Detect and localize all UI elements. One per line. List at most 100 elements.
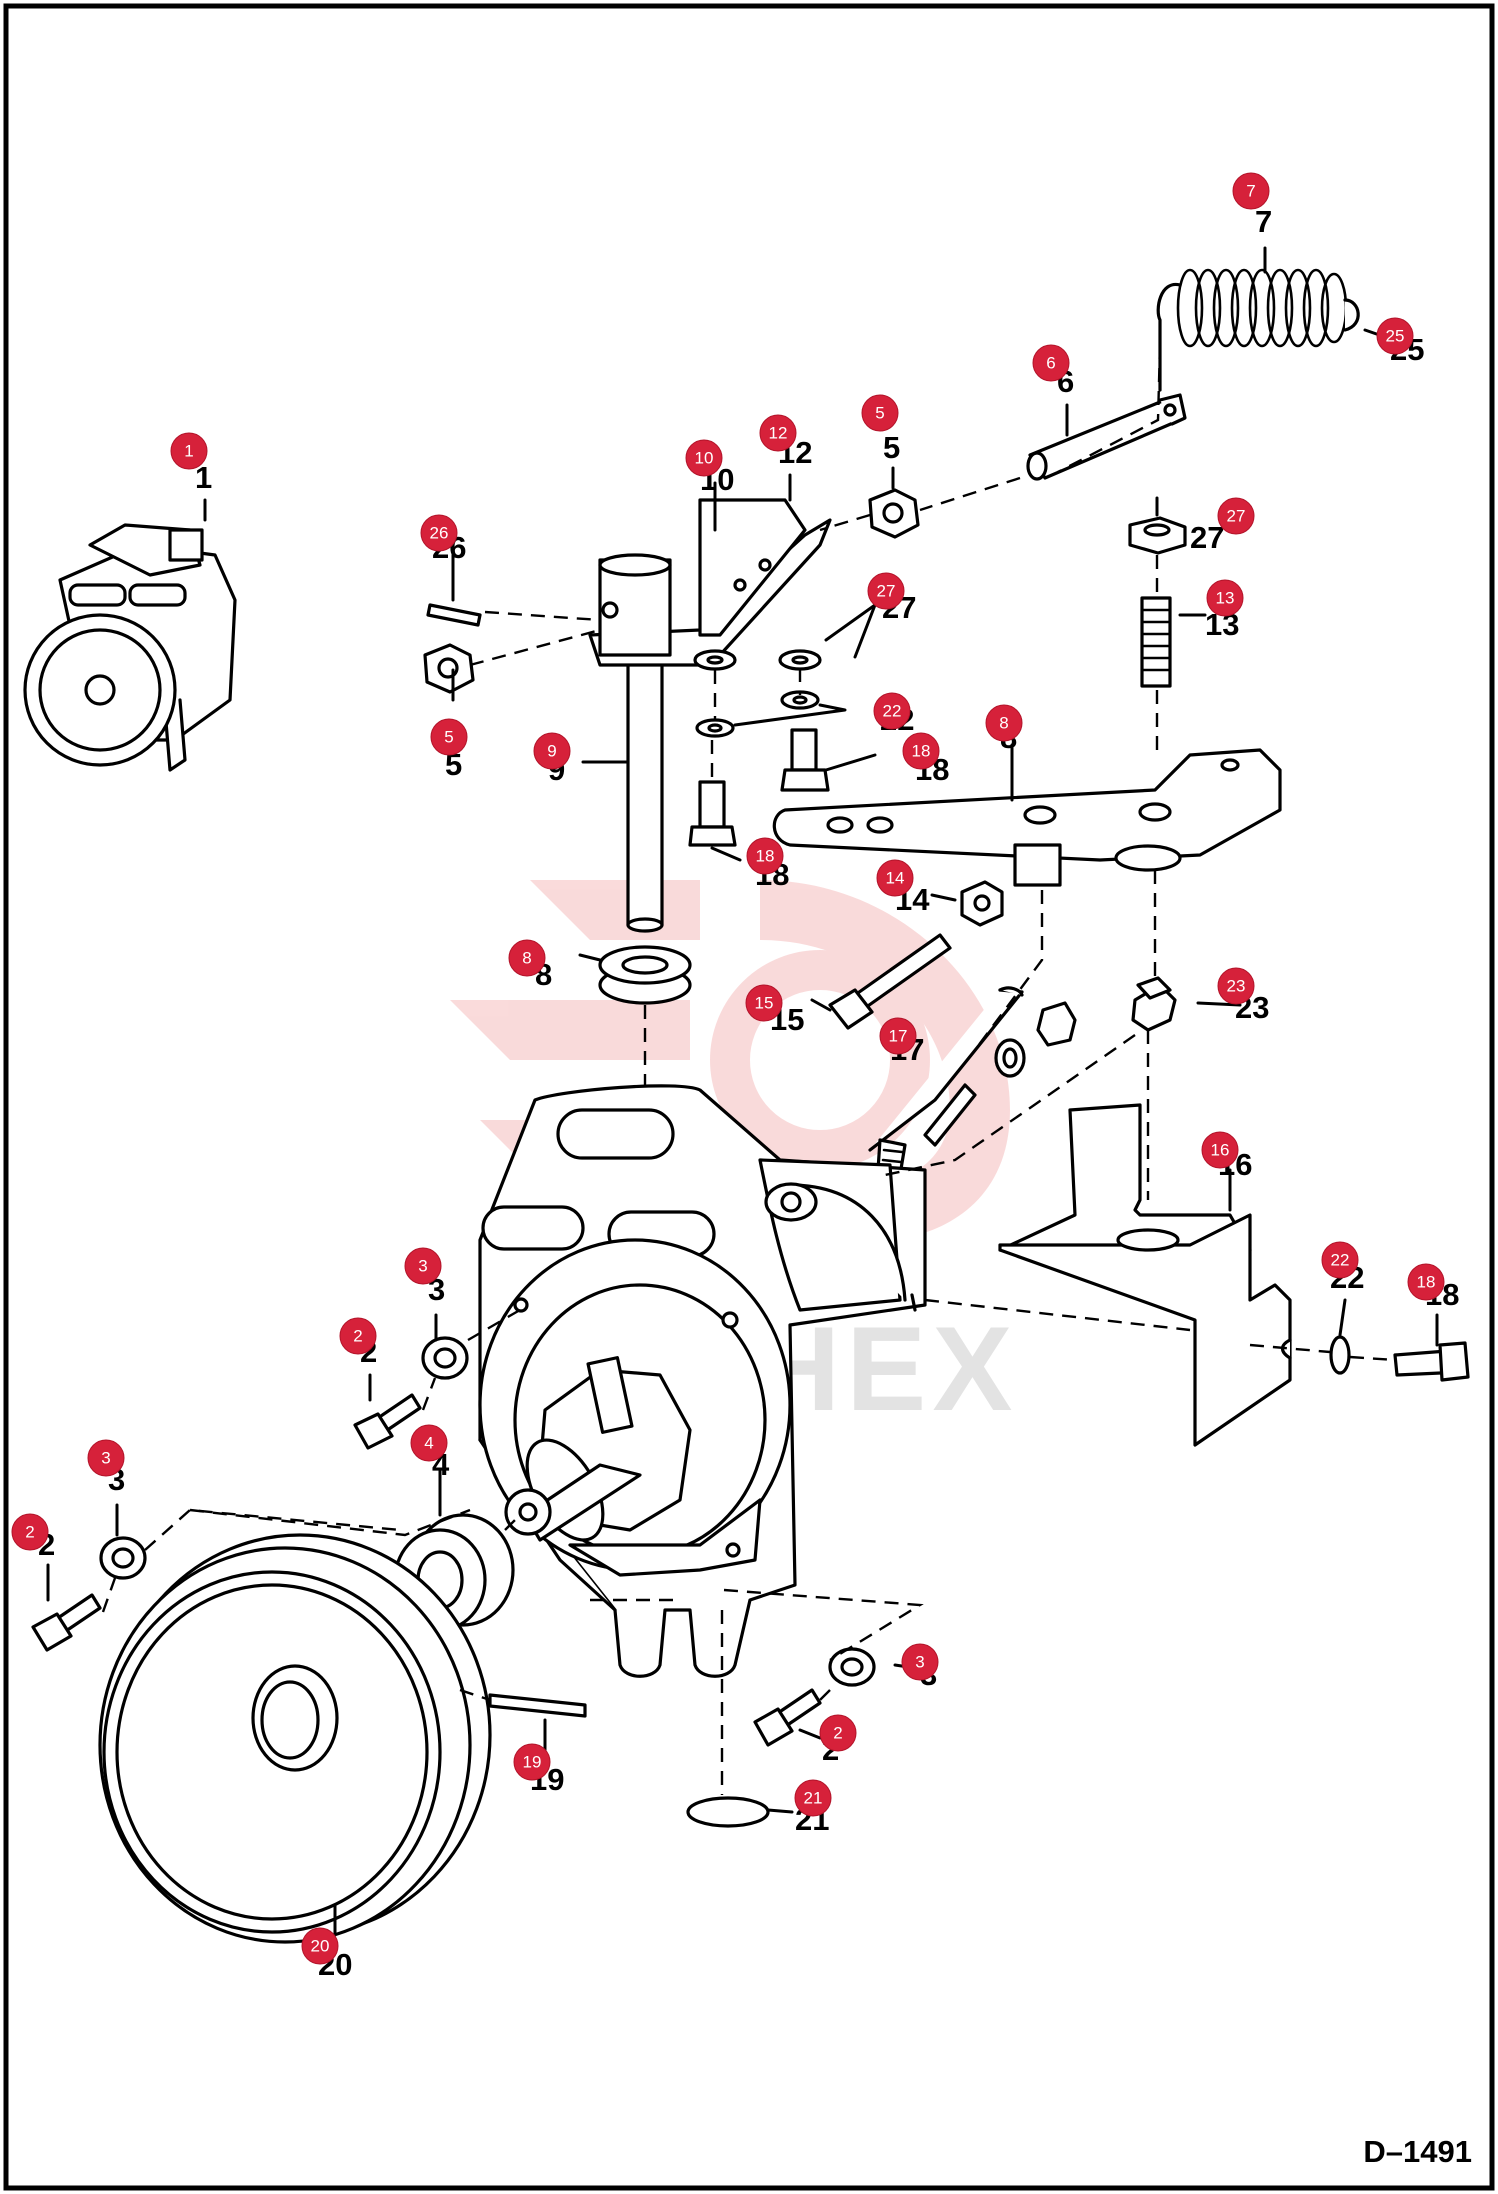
label-7: 7 [1255,204,1272,239]
svg-text:26: 26 [430,524,449,543]
svg-text:3: 3 [915,1653,924,1672]
long-bolt-15 [828,933,952,1030]
adjust-screw-23 [1131,976,1177,1032]
svg-text:18: 18 [1417,1273,1436,1292]
badge-2b: 2 [11,1513,49,1551]
plug-cap-21 [686,1796,770,1828]
svg-text:7: 7 [1246,182,1255,201]
svg-text:8: 8 [522,949,531,968]
badge-23: 23 [1217,967,1255,1005]
svg-text:3: 3 [418,1257,427,1276]
svg-text:16: 16 [1211,1141,1230,1160]
svg-text:5: 5 [444,728,453,747]
svg-text:9: 9 [547,742,556,761]
badge-18b: 18 [746,837,784,875]
hex-nut-left [423,643,475,694]
badge-9: 8 [508,939,546,977]
washer-3-lower [828,1647,876,1687]
badge-15: 15 [745,984,783,1022]
hex-nut-upper [868,488,920,539]
badge-17: 17 [879,1017,917,1055]
svg-text:2: 2 [353,1327,362,1346]
key-19 [488,1693,587,1718]
badge-25: 26 [420,514,458,552]
drawing-id: D–1491 [1363,2134,1472,2169]
bolt-2-lower [753,1688,822,1747]
mounting-bracket [998,1103,1292,1447]
label-5b: 5 [445,747,462,782]
hex-nut-14 [960,880,1004,927]
bolt-2-upper [353,1393,422,1450]
svg-text:27: 27 [1227,507,1246,526]
svg-text:3: 3 [101,1449,110,1468]
main-housing [478,1084,927,1678]
badge-5a: 5 [861,394,899,432]
svg-text:20: 20 [311,1937,330,1956]
badge-11: 10 [685,439,723,477]
threaded-eye-bolt [1026,393,1187,481]
badge-16: 16 [1201,1131,1239,1169]
svg-text:14: 14 [886,869,905,888]
svg-text:15: 15 [755,994,774,1013]
bolt-2-left [31,1593,102,1652]
svg-text:17: 17 [889,1027,908,1046]
lock-washer-right [1329,1335,1351,1375]
svg-text:2: 2 [25,1523,34,1542]
hex-bolt-18-upper [780,728,830,792]
label-5a: 5 [883,430,900,465]
svg-text:4: 4 [424,1434,433,1453]
badge-24: 25 [1376,317,1414,355]
badge-22a: 22 [873,692,911,730]
callout-badges: 1 7 25 6 5 12 10 26 27 27 13 22 5 9 18 8… [11,172,1445,1965]
label-1: 1 [195,460,212,495]
svg-text:6: 6 [1046,354,1055,373]
badge-2a: 2 [339,1317,377,1355]
leader-lines [46,246,1439,1937]
svg-text:18: 18 [756,847,775,866]
badge-12: 12 [759,414,797,452]
badge-10: 9 [533,732,571,770]
washers-26-22 [693,649,822,738]
hex-bolt-18-mid [688,780,737,847]
drawing-frame [3,3,1495,2191]
svg-text:5: 5 [875,404,884,423]
badge-4: 4 [410,1424,448,1462]
spring [1156,268,1360,392]
svg-text:19: 19 [523,1753,542,1772]
badge-5b: 5 [430,718,468,756]
badge-7: 7 [1232,172,1270,210]
svg-text:22: 22 [1331,1251,1350,1270]
badge-18a: 18 [902,732,940,770]
svg-text:12: 12 [769,424,788,443]
svg-text:27: 27 [877,582,896,601]
svg-text:25: 25 [1386,327,1405,346]
svg-text:13: 13 [1216,589,1235,608]
badge-19: 19 [513,1743,551,1781]
assembly-thumbnail [23,523,237,772]
svg-text:1: 1 [184,442,193,461]
badge-13: 13 [1206,579,1244,617]
badge-14: 14 [876,859,914,897]
badge-22b: 22 [1321,1241,1359,1279]
threaded-stud [1140,596,1172,688]
pivot-shaft-arm [588,498,832,933]
svg-text:23: 23 [1227,977,1246,996]
svg-text:2: 2 [833,1724,842,1743]
roll-pin-upper [426,603,482,627]
badge-6: 6 [1032,344,1070,382]
svg-text:18: 18 [912,742,931,761]
badge-20: 20 [301,1927,339,1965]
badge-1: 1 [170,432,208,470]
bushing [598,945,692,1005]
badge-8: 8 [985,704,1023,742]
badge-3c: 3 [901,1643,939,1681]
hex-bolt-18-right [1393,1341,1470,1382]
svg-text:22: 22 [883,702,902,721]
pulley [98,1533,492,1944]
badge-2c: 2 [819,1714,857,1752]
svg-text:10: 10 [695,449,714,468]
badge-3b: 3 [87,1439,125,1477]
badge-27: 27 [1217,497,1255,535]
svg-text:21: 21 [804,1789,823,1808]
